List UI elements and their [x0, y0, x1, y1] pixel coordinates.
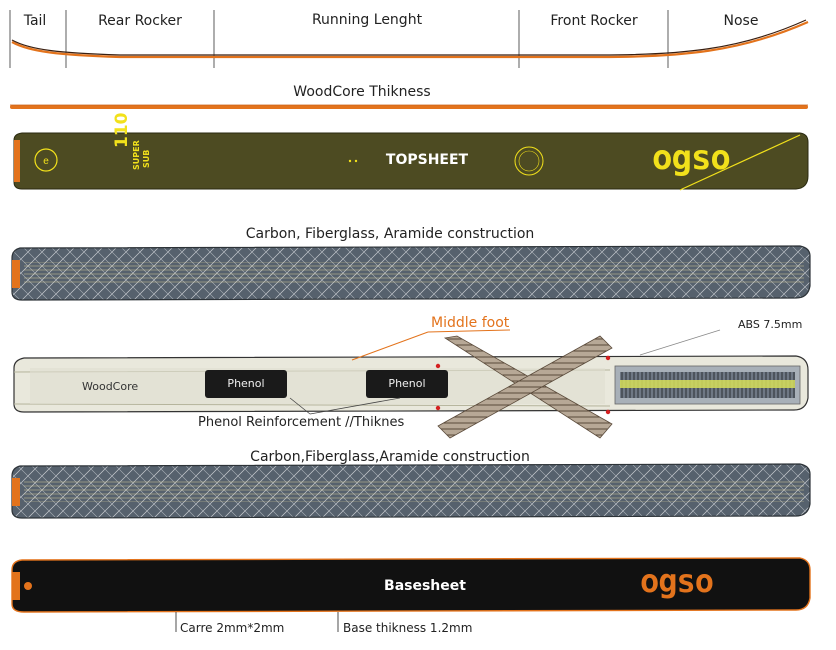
topsheet-ski: e — [13, 132, 809, 191]
phenol-leader — [309, 397, 401, 415]
marker-dot — [605, 355, 611, 361]
abs-core-strip — [620, 380, 795, 388]
basesheet-ski — [11, 557, 811, 632]
basesheet-label: Basesheet — [384, 578, 466, 594]
tail-protector — [14, 140, 20, 182]
cross-reinforcement — [437, 335, 613, 439]
composite-top-label: Carbon, Fiberglass, Aramide construction — [245, 226, 535, 242]
base-thickness-label: Base thikness 1.2mm — [343, 621, 473, 635]
ski-profile — [9, 10, 809, 68]
phenol-block — [205, 370, 287, 398]
model-name-2: SUB — [142, 149, 151, 168]
zone-label-nose: Nose — [723, 13, 759, 29]
topsheet-brand-logo: ogso — [652, 138, 731, 178]
tail-insert — [12, 260, 20, 288]
model-name-1: SUPER — [132, 140, 141, 170]
zone-label-running-length: Running Lenght — [311, 12, 423, 28]
marker-dot — [435, 363, 441, 369]
tail-hole-icon — [24, 582, 32, 590]
svg-text:e: e — [43, 156, 49, 167]
tail-insert — [12, 572, 20, 600]
abs-label: ABS 7.5mm — [738, 318, 803, 331]
phenol-reinforcement-label: Phenol Reinforcement //Thiknes — [198, 415, 405, 430]
topsheet-accent-line — [679, 134, 801, 191]
middle-foot-leader — [351, 331, 429, 361]
profile-curve — [11, 20, 809, 59]
profile-curve-top — [11, 19, 807, 56]
zone-label-tail: Tail — [23, 13, 47, 29]
marker-dot — [435, 405, 441, 411]
zone-label-front-rocker: Front Rocker — [550, 13, 638, 29]
composite-bottom-label: Carbon,Fiberglass,Aramide construction — [250, 449, 530, 465]
basesheet-brand-logo: ogso — [640, 562, 714, 600]
tail-insert — [12, 478, 20, 506]
emblem-icon — [34, 148, 58, 172]
abs-leader — [639, 329, 721, 356]
core-layer — [13, 329, 809, 439]
marker-dot — [605, 409, 611, 415]
model-number: 110 — [112, 112, 132, 149]
phenol-leader — [289, 397, 311, 415]
woodcore-label: WoodCore — [82, 380, 139, 393]
woodcore-thickness-bar — [10, 104, 808, 109]
woodcore-thickness-label: WoodCore Thikness — [293, 84, 431, 100]
middle-foot-label: Middle foot — [431, 315, 510, 331]
seal-icon — [514, 146, 544, 176]
phenol-label-2: Phenol — [388, 377, 426, 390]
composite-layer-bottom — [11, 463, 811, 519]
phenol-label-1: Phenol — [227, 377, 265, 390]
phenol-block — [366, 370, 448, 398]
composite-layer-top — [11, 245, 811, 301]
topsheet-label: TOPSHEET — [385, 152, 469, 168]
zone-label-rear-rocker: Rear Rocker — [98, 13, 182, 29]
carre-label: Carre 2mm*2mm — [180, 621, 285, 635]
